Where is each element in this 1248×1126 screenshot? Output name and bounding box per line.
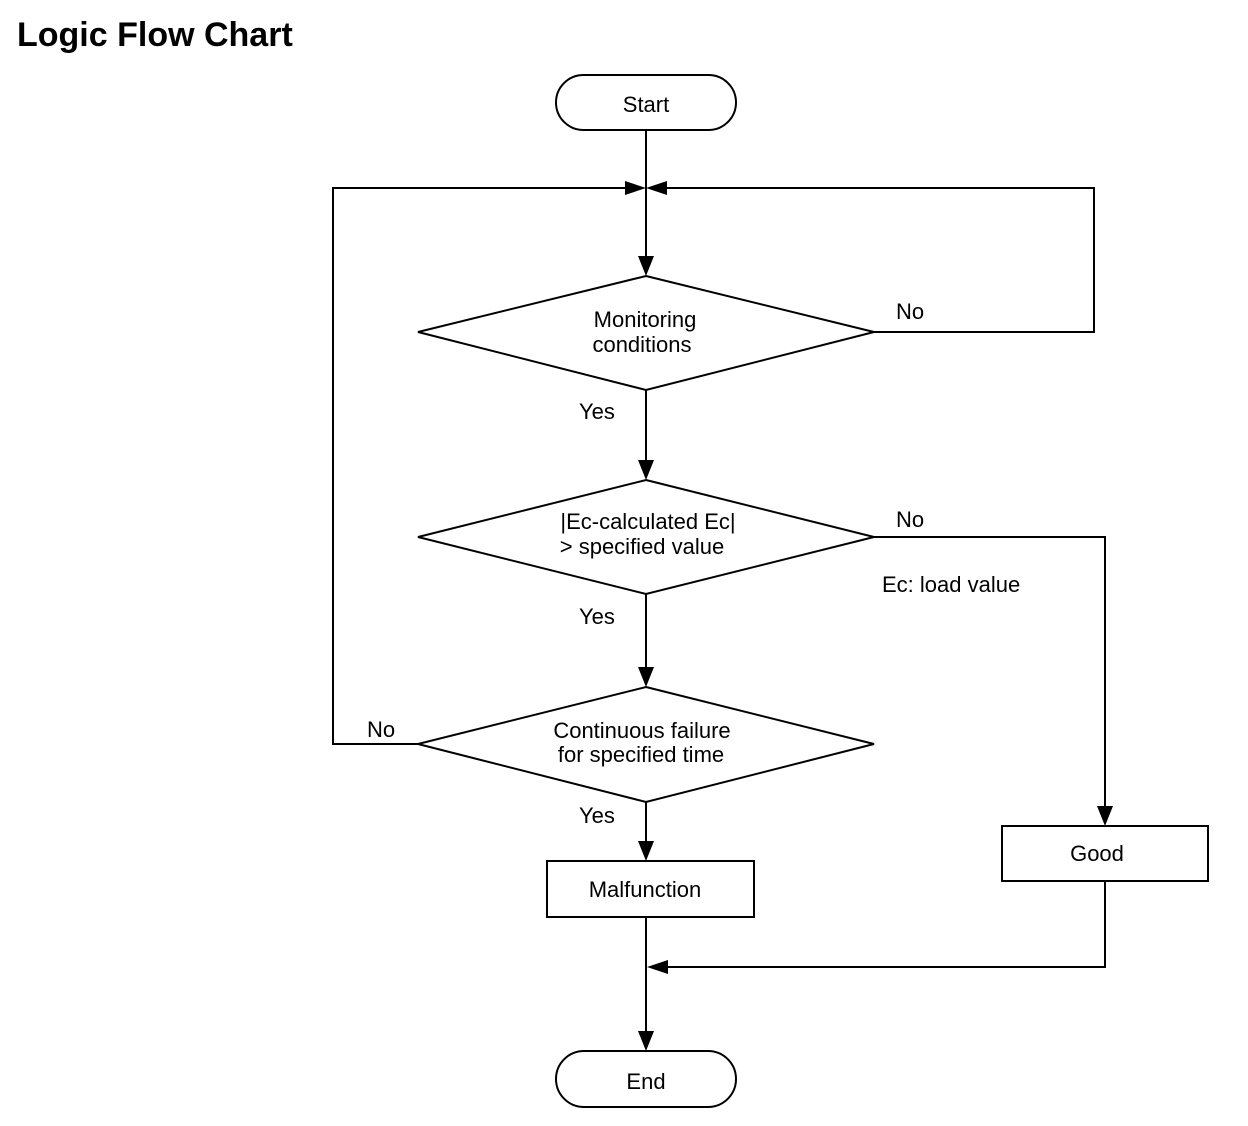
ec-load-value-note: Ec: load value <box>882 572 1020 597</box>
monitoring-diamond <box>417 274 875 392</box>
arrow-into-monitoring <box>638 256 654 276</box>
continuous-yes-label: Yes <box>579 803 615 828</box>
ec-no-line <box>874 536 1106 808</box>
ec-check-decision: |Ec-calculated Ec| > specified value <box>417 478 875 596</box>
ec-check-diamond <box>417 478 875 596</box>
connectors <box>332 130 1106 1034</box>
start-label: Start <box>623 92 669 117</box>
monitoring-label-line-1: Monitoring <box>594 307 697 332</box>
ec-check-label-line-2: > specified value <box>560 534 725 559</box>
arrow-right-loop-merge <box>646 181 667 195</box>
arrow-good-merge <box>647 960 668 974</box>
ec-check-label-line-1: |Ec-calculated Ec| <box>560 509 735 534</box>
continuous-no-loop-line <box>332 187 628 745</box>
good-label: Good <box>1070 841 1124 866</box>
continuous-failure-decision: Continuous failure for specified time <box>417 685 875 804</box>
malfunction-node: Malfunction <box>546 860 755 918</box>
continuous-label-line-1: Continuous failure <box>553 718 730 743</box>
arrow-into-malfunction <box>638 841 654 861</box>
good-to-join-line <box>666 881 1106 968</box>
good-node: Good <box>1001 825 1209 882</box>
monitoring-decision: Monitoring conditions <box>417 274 875 392</box>
arrow-into-good <box>1097 806 1113 826</box>
page-title: Logic Flow Chart <box>17 16 293 54</box>
arrow-left-loop-merge <box>625 181 646 195</box>
arrowheads <box>625 181 1113 1051</box>
branch-labels: No Yes No Yes No Yes <box>367 299 924 828</box>
monitoring-yes-label: Yes <box>579 399 615 424</box>
malfunction-label: Malfunction <box>589 877 702 902</box>
start-terminal-shape <box>555 74 737 131</box>
monitoring-label-line-2: conditions <box>592 332 691 357</box>
start-node: Start <box>555 74 737 131</box>
end-terminal-shape <box>555 1050 737 1108</box>
monitoring-no-loop-line <box>664 187 1095 333</box>
ec-no-label: No <box>896 507 924 532</box>
arrow-into-end <box>638 1031 654 1051</box>
good-box <box>1001 825 1209 882</box>
end-label: End <box>626 1069 665 1094</box>
continuous-no-label: No <box>367 717 395 742</box>
malfunction-box <box>546 860 755 918</box>
arrow-into-continuous <box>638 667 654 687</box>
continuous-label-line-2: for specified time <box>558 742 724 767</box>
end-node: End <box>555 1050 737 1108</box>
ec-yes-label: Yes <box>579 604 615 629</box>
arrow-into-ec-check <box>638 460 654 480</box>
monitoring-no-label: No <box>896 299 924 324</box>
continuous-diamond <box>417 685 875 804</box>
